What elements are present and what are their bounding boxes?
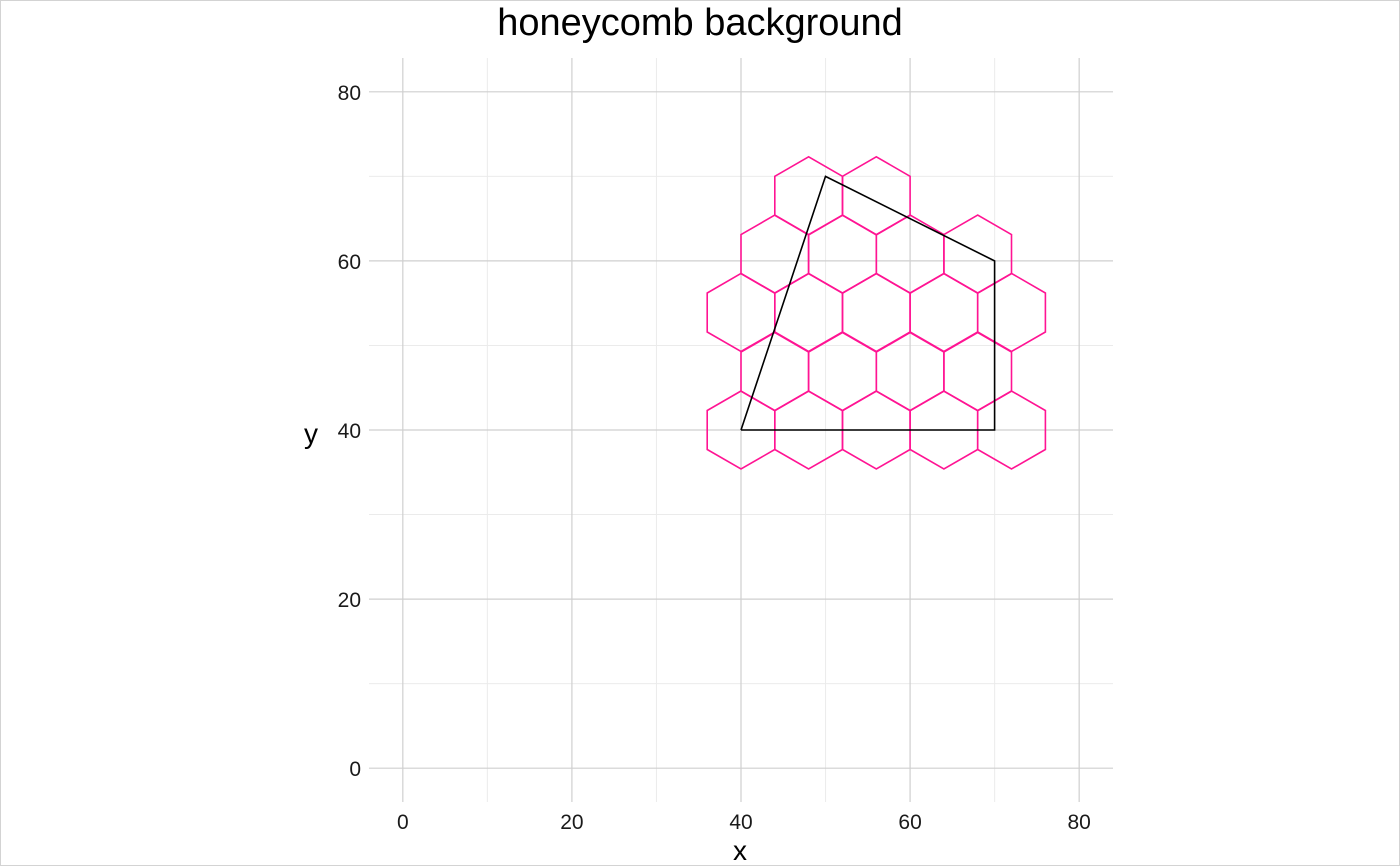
hexagon — [807, 214, 878, 295]
x-tick-labels: 0 20 40 60 80 — [397, 811, 1091, 834]
hexagon — [773, 155, 844, 236]
honeycomb-hexagons — [706, 155, 1047, 470]
hexagon — [740, 214, 810, 295]
x-tick-label: 40 — [729, 811, 752, 834]
x-tick-label: 0 — [397, 811, 409, 834]
polygon-outline-group — [740, 175, 996, 431]
x-axis-label: x — [733, 835, 747, 866]
hexagon — [841, 155, 911, 236]
y-tick-label: 0 — [349, 758, 361, 781]
hexagon — [943, 331, 1013, 412]
hexagon — [841, 272, 911, 353]
y-tick-label: 20 — [338, 589, 361, 612]
chart-title: honeycomb background — [497, 2, 903, 44]
polygon-outline — [740, 175, 996, 431]
hexagon — [976, 272, 1047, 353]
hexagon — [943, 214, 1013, 295]
y-tick-label: 60 — [338, 251, 361, 274]
y-axis-label: y — [304, 418, 318, 449]
x-tick-label: 80 — [1068, 811, 1091, 834]
hexagon — [909, 272, 979, 353]
y-tick-label: 80 — [338, 82, 361, 105]
y-tick-labels: 0 20 40 60 80 — [338, 82, 361, 781]
hexagon — [807, 331, 878, 412]
x-tick-label: 20 — [560, 811, 583, 834]
hexagon — [773, 272, 844, 353]
y-tick-label: 40 — [338, 420, 361, 443]
x-tick-label: 60 — [898, 811, 921, 834]
